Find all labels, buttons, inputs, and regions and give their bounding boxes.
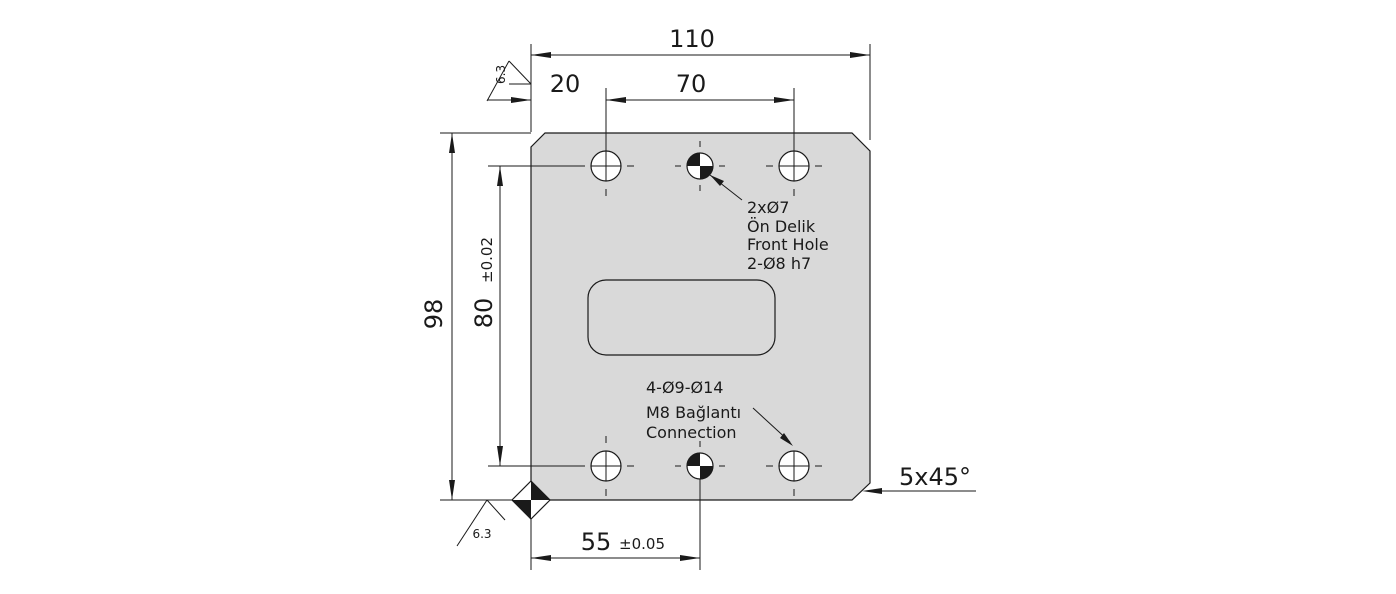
dowel-callout-line-2: Ön Delik bbox=[747, 217, 816, 236]
dimension-overall-height: 98 bbox=[420, 132, 531, 501]
dowel-hole-bottom bbox=[675, 441, 725, 480]
svg-text:4-Ø9-Ø14 M8 Bağlantı: 4-Ø9-Ø14 M8 Bağlantı Connection bbox=[646, 378, 746, 442]
dowel-callout: 2xØ7 Ön Delik Front Hole 2-Ø8 h7 bbox=[709, 174, 834, 273]
dimension-overall-width: 110 bbox=[530, 25, 871, 140]
mount-callout-line-3: Connection bbox=[646, 423, 737, 442]
hole-vertical-tolerance: ±0.02 bbox=[478, 237, 496, 283]
surface-finish-top: 6.3 bbox=[486, 60, 532, 102]
dimension-center-offset: 55 ±0.05 bbox=[530, 479, 701, 570]
overall-width-label: 110 bbox=[669, 25, 715, 53]
surface-finish-bottom: 6.3 bbox=[456, 499, 506, 547]
center-offset-tolerance: ±0.05 bbox=[619, 535, 665, 553]
chamfer-label: 5x45° bbox=[899, 463, 971, 491]
hole-spacing-label: 70 bbox=[676, 70, 707, 98]
offset-left-label: 20 bbox=[550, 70, 581, 98]
dowel-callout-line-1: 2xØ7 bbox=[747, 198, 789, 217]
dimension-hole-vertical: 80 ±0.02 bbox=[470, 165, 578, 467]
hole-vertical-label: 80 bbox=[470, 298, 498, 329]
surface-finish-top-label: 6.3 bbox=[494, 65, 508, 84]
center-slot bbox=[587, 279, 776, 356]
mount-callout-line-1: 4-Ø9-Ø14 bbox=[646, 378, 723, 397]
datum-symbol bbox=[511, 480, 551, 520]
svg-text:2xØ7 Ön Delik Fron: 2xØ7 Ön Delik Front Hole 2-Ø8 h7 bbox=[747, 198, 834, 273]
surface-finish-bottom-label: 6.3 bbox=[472, 527, 491, 541]
dowel-callout-line-4: 2-Ø8 h7 bbox=[747, 254, 811, 273]
mount-hole-bottom-right bbox=[766, 450, 822, 496]
mount-hole-bottom-left bbox=[578, 436, 634, 496]
overall-height-label: 98 bbox=[420, 299, 448, 330]
dowel-hole-top bbox=[675, 141, 725, 191]
mount-callout-line-2: M8 Bağlantı bbox=[646, 403, 741, 422]
mount-hole-top-right bbox=[766, 136, 822, 196]
chamfer-callout: 5x45° bbox=[862, 463, 976, 494]
dimension-hole-offsets: 20 70 bbox=[487, 70, 795, 151]
dowel-callout-line-3: Front Hole bbox=[747, 235, 829, 254]
mount-callout: 4-Ø9-Ø14 M8 Bağlantı Connection bbox=[646, 378, 793, 446]
center-offset-label: 55 bbox=[581, 528, 612, 556]
